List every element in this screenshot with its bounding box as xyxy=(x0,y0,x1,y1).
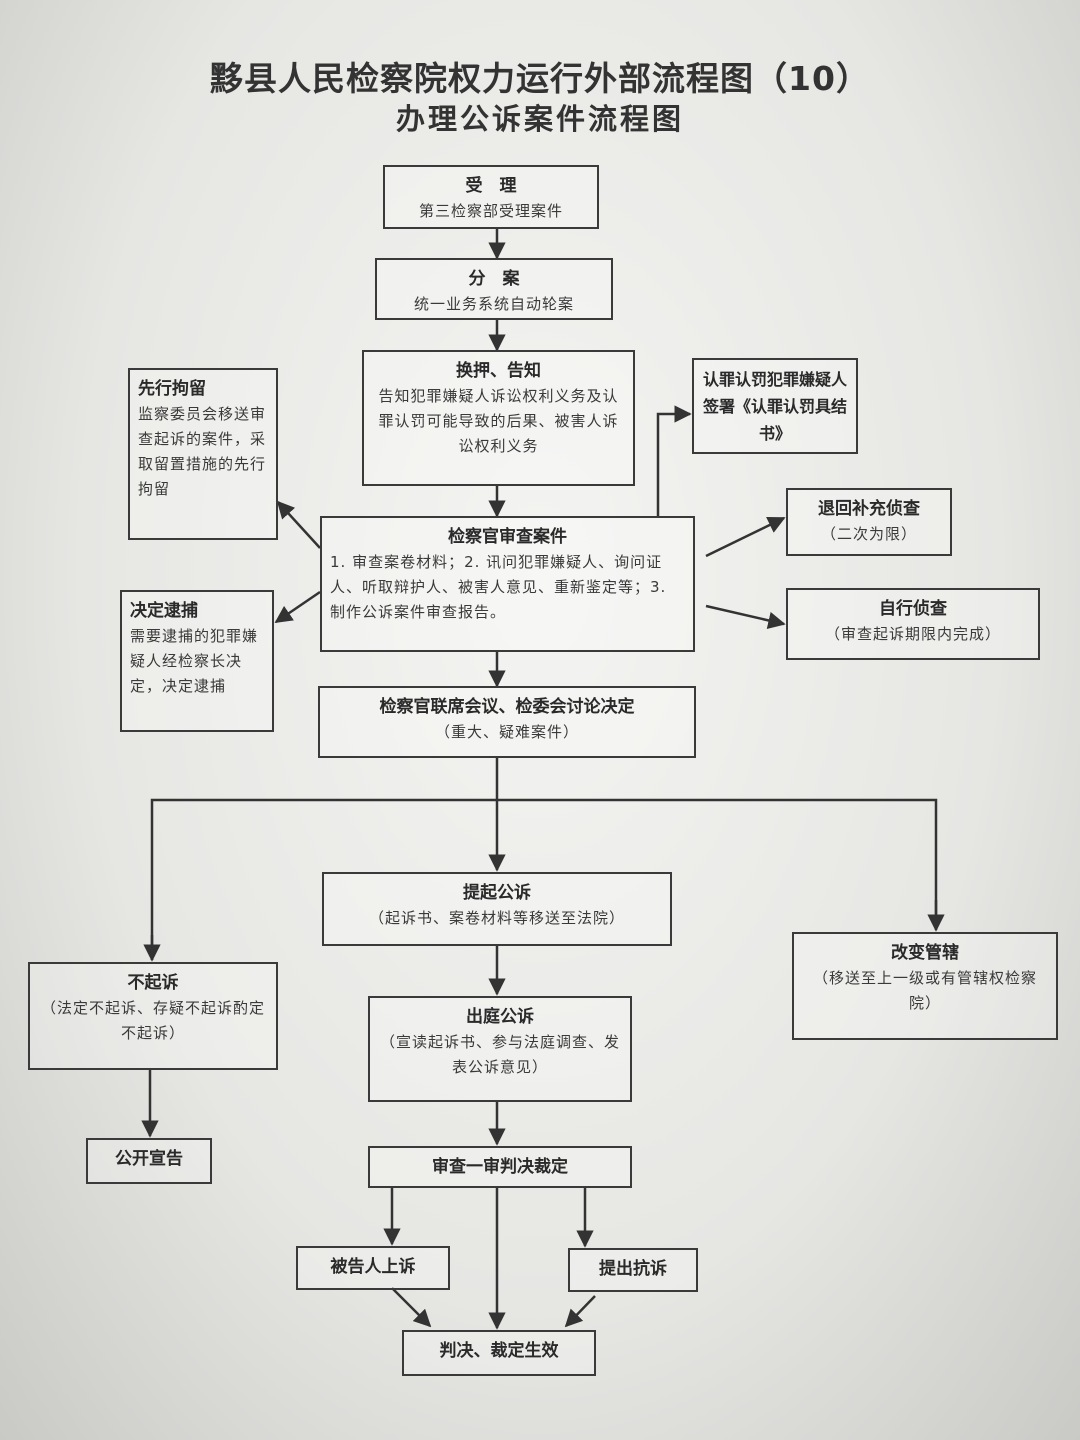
node-no-prosecution: 不起诉 （法定不起诉、存疑不起诉酌定不起诉） xyxy=(28,962,278,1070)
arrow-review-self xyxy=(705,604,786,629)
node-court: 出庭公诉 （宣读起诉书、参与法庭调查、发表公诉意见） xyxy=(368,996,632,1102)
node-announce: 公开宣告 xyxy=(86,1138,212,1184)
node-detain: 先行拘留 监察委员会移送审查起诉的案件，采取留置措施的先行拘留 xyxy=(128,368,278,540)
arrow-review-detain xyxy=(276,500,321,549)
page-subtitle: 办理公诉案件流程图 xyxy=(395,102,684,136)
node-assign: 分 案 统一业务系统自动轮案 xyxy=(375,258,613,320)
arrow-review-sign xyxy=(656,405,692,516)
node-accept: 受 理 第三检察部受理案件 xyxy=(383,165,599,229)
branch-line xyxy=(150,798,938,960)
arrow-appeal-effective xyxy=(391,1287,432,1328)
node-review: 检察官审查案件 1. 审查案卷材料；2. 讯问犯罪嫌疑人、询问证人、听取辩护人、… xyxy=(320,516,695,652)
node-protest: 提出抗诉 xyxy=(568,1248,698,1292)
node-appeal: 被告人上诉 xyxy=(296,1246,450,1290)
page-title: 黟县人民检察院权力运行外部流程图（10） xyxy=(210,59,870,98)
node-notify: 换押、告知 告知犯罪嫌疑人诉讼权利义务及认罪认罚可能导致的后果、被害人诉讼权利义… xyxy=(362,350,635,486)
node-sign: 认罪认罚犯罪嫌疑人签署《认罪认罚具结书》 xyxy=(692,358,858,454)
node-self-investigation: 自行侦查 （审查起诉期限内完成） xyxy=(786,588,1040,660)
arrow-review-return xyxy=(705,516,786,558)
arrow-review-arrest xyxy=(274,590,321,624)
node-prosecute: 提起公诉 （起诉书、案卷材料等移送至法院） xyxy=(322,872,672,946)
node-transfer: 改变管辖 （移送至上一级或有管辖权检察院） xyxy=(792,932,1058,1040)
node-return: 退回补充侦查 （二次为限） xyxy=(786,488,952,556)
node-arrest: 决定逮捕 需要逮捕的犯罪嫌疑人经检察长决定，决定逮捕 xyxy=(120,590,274,732)
node-verdict-review: 审查一审判决裁定 xyxy=(368,1146,632,1188)
node-meeting: 检察官联席会议、检委会讨论决定 （重大、疑难案件） xyxy=(318,686,696,758)
node-effective: 判决、裁定生效 xyxy=(402,1330,596,1376)
arrow-protest-effective xyxy=(564,1295,596,1328)
